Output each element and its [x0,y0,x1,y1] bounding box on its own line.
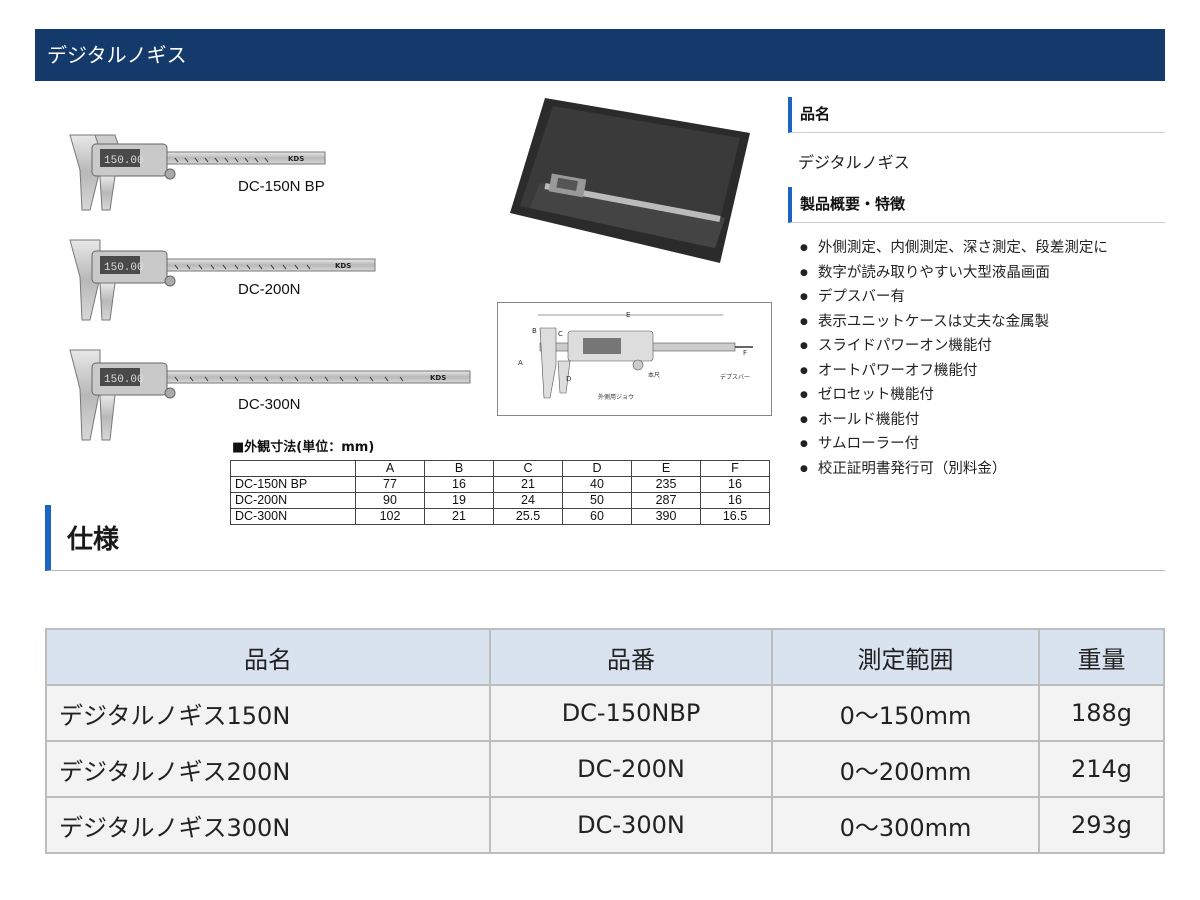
label-body: 本尺 [648,371,660,379]
spec-cell: デジタルノギス300N [45,796,491,854]
spec-row: デジタルノギス200N DC-200N 0～200mm 214g [45,740,1165,798]
caliper-case-image [510,98,750,263]
label-b: B [532,327,537,335]
label-f: F [743,349,747,357]
spec-col-header: 品名 [45,628,491,686]
spec-cell: 214g [1038,740,1165,798]
model-label-300: DC-300N [238,396,301,413]
spec-cell: デジタルノギス150N [45,684,491,742]
label-e: E [626,311,630,319]
caliper-display: 150.00 [104,155,144,167]
spec-row: デジタルノギス300N DC-300N 0～300mm 293g [45,796,1165,854]
brand-mark: KDS [430,374,446,382]
brand-mark: KDS [335,262,351,270]
page-title: デジタルノギス [47,43,187,67]
caliper-image-300: 150.00 KDS [69,349,471,441]
feature-item: 校正証明書発行可（別料金） [800,458,1108,483]
spec-cell: DC-200N [489,740,773,798]
spec-cell: 0～150mm [771,684,1040,742]
dims-title: ■外観寸法(単位：mm) [232,440,375,455]
spec-col-header: 重量 [1038,628,1165,686]
spec-row: デジタルノギス150N DC-150NBP 0～150mm 188g [45,684,1165,742]
feature-item: ホールド機能付 [800,409,1108,434]
spec-header-row: 品名 品番 測定範囲 重量 [45,628,1165,686]
spec-heading-text: 仕様 [67,525,120,555]
features-list: 外側測定、内側測定、深さ測定、段差測定に 数字が読み取りやすい大型液晶画面 デプ… [800,237,1108,482]
spec-cell: 293g [1038,796,1165,854]
feature-item: 表示ユニットケースは丈夫な金属製 [800,311,1108,336]
model-label-150: DC-150N BP [238,178,325,195]
label-depth: デプスバー [720,373,750,381]
spec-cell: 0～200mm [771,740,1040,798]
feature-item: ゼロセット機能付 [800,384,1108,409]
feature-item: 外側測定、内側測定、深さ測定、段差測定に [800,237,1108,262]
feature-item: デプスバー有 [800,286,1108,311]
page-title-bar: デジタルノギス [35,29,1165,81]
spec-cell: 188g [1038,684,1165,742]
caliper-display: 150.00 [104,374,144,386]
dims-header-row: A B C D E F [230,460,770,477]
feature-item: 数字が読み取りやすい大型液晶画面 [800,262,1108,287]
spec-heading: 仕様 [45,505,1165,571]
feature-item: スライドパワーオン機能付 [800,335,1108,360]
caliper-display: 150.00 [104,262,144,274]
features-heading: 製品概要・特徴 [788,187,1165,223]
label-c: C [558,330,563,338]
spec-cell: DC-150NBP [489,684,773,742]
spec-cell: 0～300mm [771,796,1040,854]
brand-mark: KDS [288,155,304,163]
caliper-image-200: 150.00 KDS [69,239,376,321]
name-heading: 品名 [788,97,1165,133]
spec-cell: デジタルノギス200N [45,740,491,798]
spec-col-header: 測定範囲 [771,628,1040,686]
label-d: D [566,375,571,383]
label-jaw: 外側用ジョウ [598,393,634,401]
dimension-diagram: E A B C D F 本尺 デプスバー 外側用ジョウ [497,302,772,416]
caliper-image-150: 150.00 KDS [69,134,326,211]
label-a: A [518,359,523,367]
product-name: デジタルノギス [798,153,910,172]
spec-table: 品名 品番 測定範囲 重量 デジタルノギス150N DC-150NBP 0～15… [45,628,1165,854]
feature-item: サムローラー付 [800,433,1108,458]
spec-cell: DC-300N [489,796,773,854]
spec-col-header: 品番 [489,628,773,686]
model-label-200: DC-200N [238,281,301,298]
feature-item: オートパワーオフ機能付 [800,360,1108,385]
